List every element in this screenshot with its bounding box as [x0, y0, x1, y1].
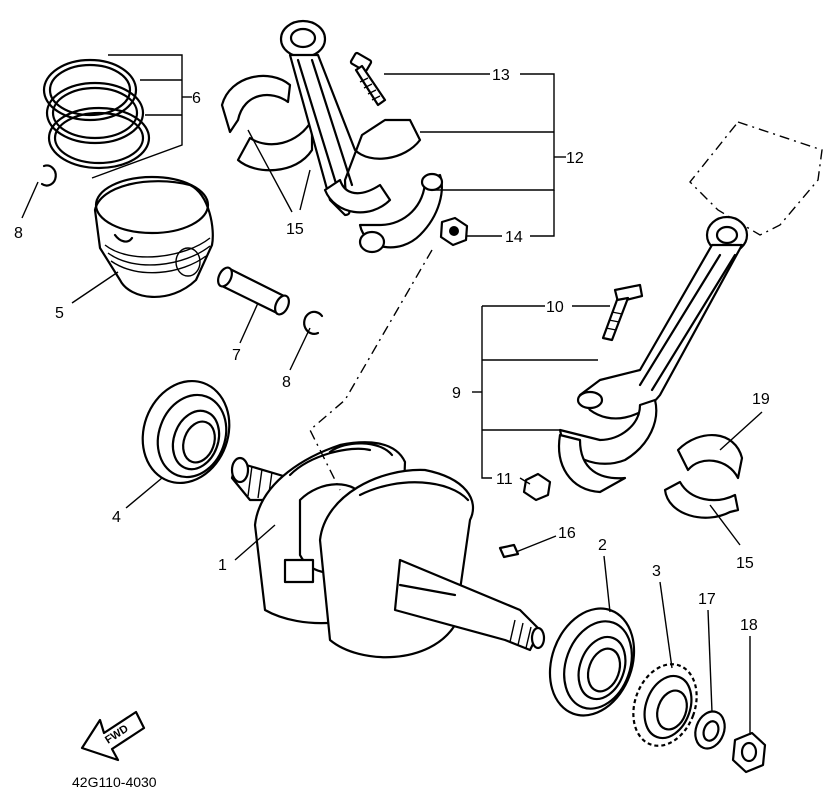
callout-12: 12 [566, 150, 584, 167]
cylinder-outline [689, 121, 823, 236]
crankshaft [230, 441, 546, 659]
callout-10: 10 [546, 299, 564, 316]
rod-bolt-lower [601, 283, 644, 342]
circlip-upper [40, 164, 57, 187]
callout-4: 4 [112, 509, 121, 526]
circlip-lower [303, 310, 324, 335]
callout-6: 6 [192, 90, 201, 107]
callout-18: 18 [740, 617, 758, 634]
piston-ring-set [42, 58, 151, 170]
callout-17: 17 [698, 591, 716, 608]
main-bearing-right [548, 607, 636, 717]
crank-nut [731, 731, 767, 774]
callout-16: 16 [558, 525, 576, 542]
callout-7: 7 [232, 347, 241, 364]
bearing-shell-upper [220, 74, 314, 172]
bearing-shell-lower-15 [663, 480, 740, 519]
rod-nut-upper [439, 216, 469, 247]
callout-2: 2 [598, 537, 607, 554]
callout-9: 9 [452, 385, 461, 402]
forward-arrow: FWD [80, 710, 146, 762]
bearing-shell-lower-19 [676, 434, 744, 480]
leader-lines [21, 54, 763, 735]
callout-11: 11 [496, 471, 513, 488]
callout-8-lower: 8 [282, 374, 291, 391]
connecting-rod-upper [279, 19, 444, 254]
main-bearing-left [141, 379, 231, 485]
diagram-code: 42G110-4030 [72, 774, 157, 790]
callout-14: 14 [505, 229, 523, 246]
callout-3: 3 [652, 563, 661, 580]
washer [694, 710, 726, 750]
crank-gear [632, 663, 698, 747]
rod-bolt-upper [349, 51, 387, 107]
connecting-rod-lower [557, 215, 749, 494]
piston [93, 175, 214, 298]
callout-19: 19 [752, 391, 770, 408]
callout-5: 5 [55, 305, 64, 322]
callout-15-upper: 15 [286, 221, 304, 238]
callout-8-upper: 8 [14, 225, 23, 242]
callout-1: 1 [218, 557, 227, 574]
woodruff-key [498, 543, 520, 559]
callout-13: 13 [492, 67, 510, 84]
piston-pin [217, 266, 290, 316]
callout-15-lower: 15 [736, 555, 754, 572]
rod-nut-lower [522, 472, 552, 502]
